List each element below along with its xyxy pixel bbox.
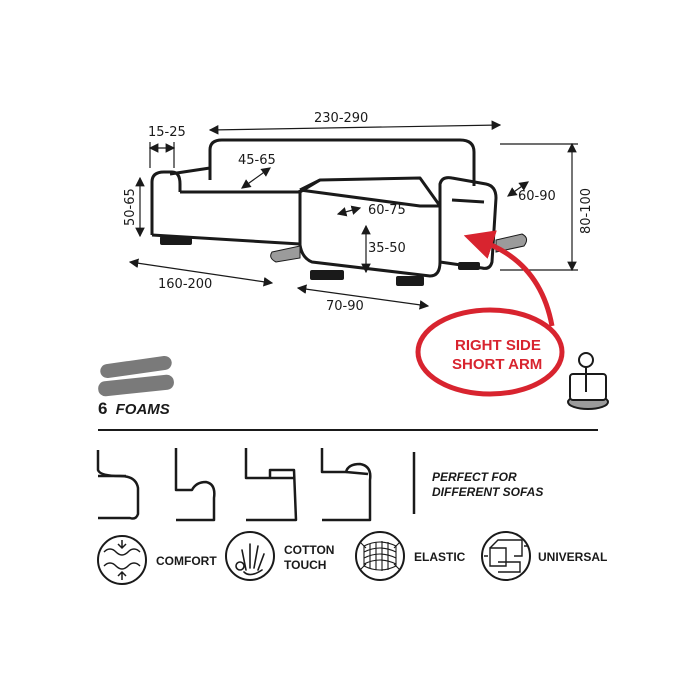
foams-label: 6 FOAMS <box>98 399 170 418</box>
feature-comfort: COMFORT <box>97 535 217 585</box>
dim-arm-height: 50-65 <box>123 188 138 226</box>
feature-label: UNIVERSAL <box>538 550 607 564</box>
arm-types <box>96 448 372 522</box>
feature-label: TOUCH <box>284 558 326 572</box>
foams-icon <box>98 355 174 397</box>
dim-back-height: 80-100 <box>579 188 594 234</box>
feature-elastic: ELASTIC <box>355 531 466 581</box>
dim-chaise-side-depth: 60-90 <box>518 189 556 204</box>
comfort-icon <box>103 540 141 580</box>
sloped-arm-icon <box>174 448 216 522</box>
sofa-straps <box>270 233 528 263</box>
dim-sofa-length: 160-200 <box>158 277 212 292</box>
feature-label: COTTON <box>284 543 334 557</box>
dim-seat-depth: 45-65 <box>238 153 276 168</box>
compat-line-1: PERFECT FOR <box>432 470 517 484</box>
sofa-seat <box>151 178 321 246</box>
sofa-backrest <box>208 138 476 186</box>
compat-line-2: DIFFERENT SOFAS <box>432 485 543 499</box>
feature-label: ELASTIC <box>414 550 466 564</box>
sofa-chaise <box>298 176 442 278</box>
callout-line-1: RIGHT SIDE <box>455 337 541 354</box>
scroll-arm-icon <box>320 448 372 522</box>
feature-universal: UNIVERSAL <box>481 531 607 581</box>
universal-icon <box>484 539 528 573</box>
dim-chaise-width: 70-90 <box>326 299 364 314</box>
sofa-left-arm <box>150 170 182 235</box>
dim-total-width: 230-290 <box>314 111 368 126</box>
feature-label: COMFORT <box>156 554 217 568</box>
square-arm-icon <box>244 448 298 522</box>
callout-arrow <box>463 230 555 327</box>
rounded-arm-icon <box>96 450 140 520</box>
cotton-touch-icon <box>235 543 265 576</box>
dim-chaise-depth: 60-75 <box>368 203 406 218</box>
callout-ellipse <box>415 307 565 397</box>
dim-arm-width: 15-25 <box>148 125 186 140</box>
elastic-icon <box>359 541 401 571</box>
feature-cotton-touch: COTTON TOUCH <box>225 531 334 581</box>
sofa-right-arm <box>438 176 498 270</box>
dimension-lines <box>128 120 578 310</box>
dim-chaise-seat-height: 35-50 <box>368 241 406 256</box>
seated-figure-icon <box>567 352 609 410</box>
callout-line-2: SHORT ARM <box>452 356 542 373</box>
sofa-outline <box>150 138 498 278</box>
sofa-feet <box>160 236 480 286</box>
